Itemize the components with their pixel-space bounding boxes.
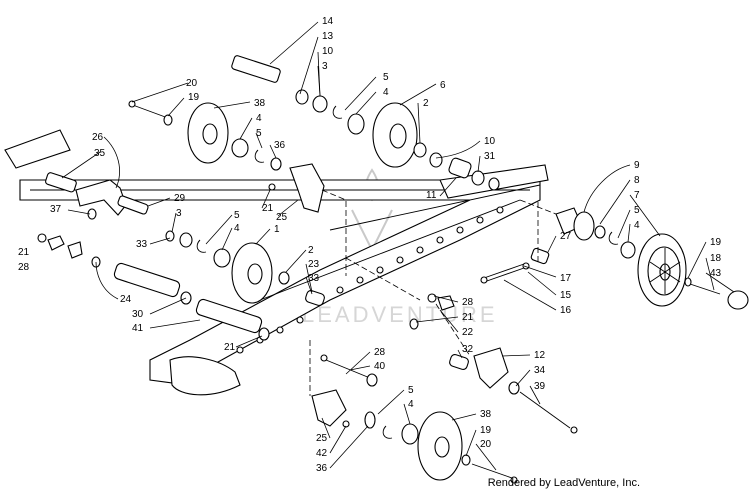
upper-bracket [268, 163, 325, 213]
callout-36: 36 [274, 140, 286, 151]
callout-10: 10 [484, 136, 496, 147]
callout-10: 10 [322, 46, 334, 57]
callout-23: 23 [308, 259, 320, 270]
callout-28: 28 [462, 297, 474, 308]
snap-ring [332, 105, 343, 119]
callout-18: 18 [710, 253, 722, 264]
callout-3: 3 [322, 61, 328, 72]
callout-31: 31 [484, 151, 496, 162]
callout-15: 15 [560, 290, 572, 301]
lower-right-hardware [320, 293, 578, 434]
callout-5: 5 [234, 210, 240, 221]
callout-3: 3 [176, 208, 182, 219]
callout-1: 1 [274, 224, 280, 235]
callout-4: 4 [408, 399, 414, 410]
top-axle-assembly [231, 55, 500, 191]
callout-39: 39 [534, 381, 546, 392]
callout-4: 4 [234, 223, 240, 234]
leader-lines [61, 21, 735, 471]
callout-2: 2 [423, 98, 429, 109]
cross-shafts [113, 262, 270, 341]
callout-4: 4 [256, 113, 262, 124]
callout-9: 9 [634, 160, 640, 171]
rear-wheel-assembly [555, 207, 749, 310]
credit-text: Rendered by LeadVenture, Inc. [487, 477, 640, 489]
callout-27: 27 [560, 231, 572, 242]
callout-5: 5 [634, 205, 640, 216]
callout-28: 28 [374, 347, 386, 358]
callout-5: 5 [256, 128, 262, 139]
callout-20: 20 [480, 439, 492, 450]
callout-21: 21 [262, 203, 274, 214]
callout-26: 26 [92, 132, 104, 143]
callout-20: 20 [186, 78, 198, 89]
callout-11: 11 [426, 190, 437, 201]
callout-2: 2 [308, 245, 314, 256]
watermark-text: LEADVENTURE [302, 302, 498, 327]
middle-left-bearings [165, 230, 231, 268]
callout-38: 38 [480, 409, 492, 420]
callout-25: 25 [276, 212, 288, 223]
bearing [347, 113, 365, 135]
callout-40: 40 [374, 361, 386, 372]
callout-labels: 14 13 10 3 5 4 6 2 20 19 38 4 5 36 10 31… [18, 16, 722, 474]
callout-34: 34 [534, 365, 546, 376]
callout-21: 21 [224, 342, 236, 353]
middle-wheel [231, 242, 325, 306]
callout-13: 13 [322, 31, 334, 42]
callout-28: 28 [18, 262, 30, 273]
spacer [295, 89, 309, 105]
callout-25: 25 [316, 433, 328, 444]
callout-22: 22 [462, 327, 474, 338]
lower-wheel-assembly [311, 389, 518, 484]
callout-5: 5 [383, 72, 389, 83]
callout-24: 24 [120, 294, 132, 305]
callout-43: 43 [710, 268, 722, 279]
callout-35: 35 [94, 148, 106, 159]
callout-17: 17 [560, 273, 572, 284]
callout-7: 7 [634, 190, 640, 201]
callout-32: 32 [462, 344, 474, 355]
callout-37: 37 [50, 204, 62, 215]
bearing [312, 95, 328, 113]
pivot-arm-assembly [45, 172, 149, 220]
callout-5: 5 [408, 385, 414, 396]
callout-21: 21 [18, 247, 30, 258]
callout-36: 36 [316, 463, 328, 474]
callout-33: 33 [308, 273, 320, 284]
callout-42: 42 [316, 448, 328, 459]
callout-12: 12 [534, 350, 546, 361]
callout-4: 4 [383, 87, 389, 98]
watermark-logo: LEADVENTURE [302, 168, 498, 327]
long-bolt [480, 247, 550, 284]
callout-14: 14 [322, 16, 334, 27]
callout-21: 21 [462, 312, 474, 323]
callout-6: 6 [440, 80, 446, 91]
callout-8: 8 [634, 175, 640, 186]
left-hardware [37, 233, 101, 268]
callout-33: 33 [136, 239, 148, 250]
callout-19: 19 [480, 425, 492, 436]
callout-19: 19 [188, 92, 200, 103]
callout-38: 38 [254, 98, 266, 109]
callout-29: 29 [174, 193, 186, 204]
callout-4: 4 [634, 220, 640, 231]
axle-shaft [231, 55, 281, 83]
callout-41: 41 [132, 323, 144, 334]
callout-30: 30 [132, 309, 144, 320]
hub-cap [727, 290, 749, 310]
callout-16: 16 [560, 305, 572, 316]
callout-19: 19 [710, 237, 722, 248]
upper-left-wheel [128, 100, 282, 171]
